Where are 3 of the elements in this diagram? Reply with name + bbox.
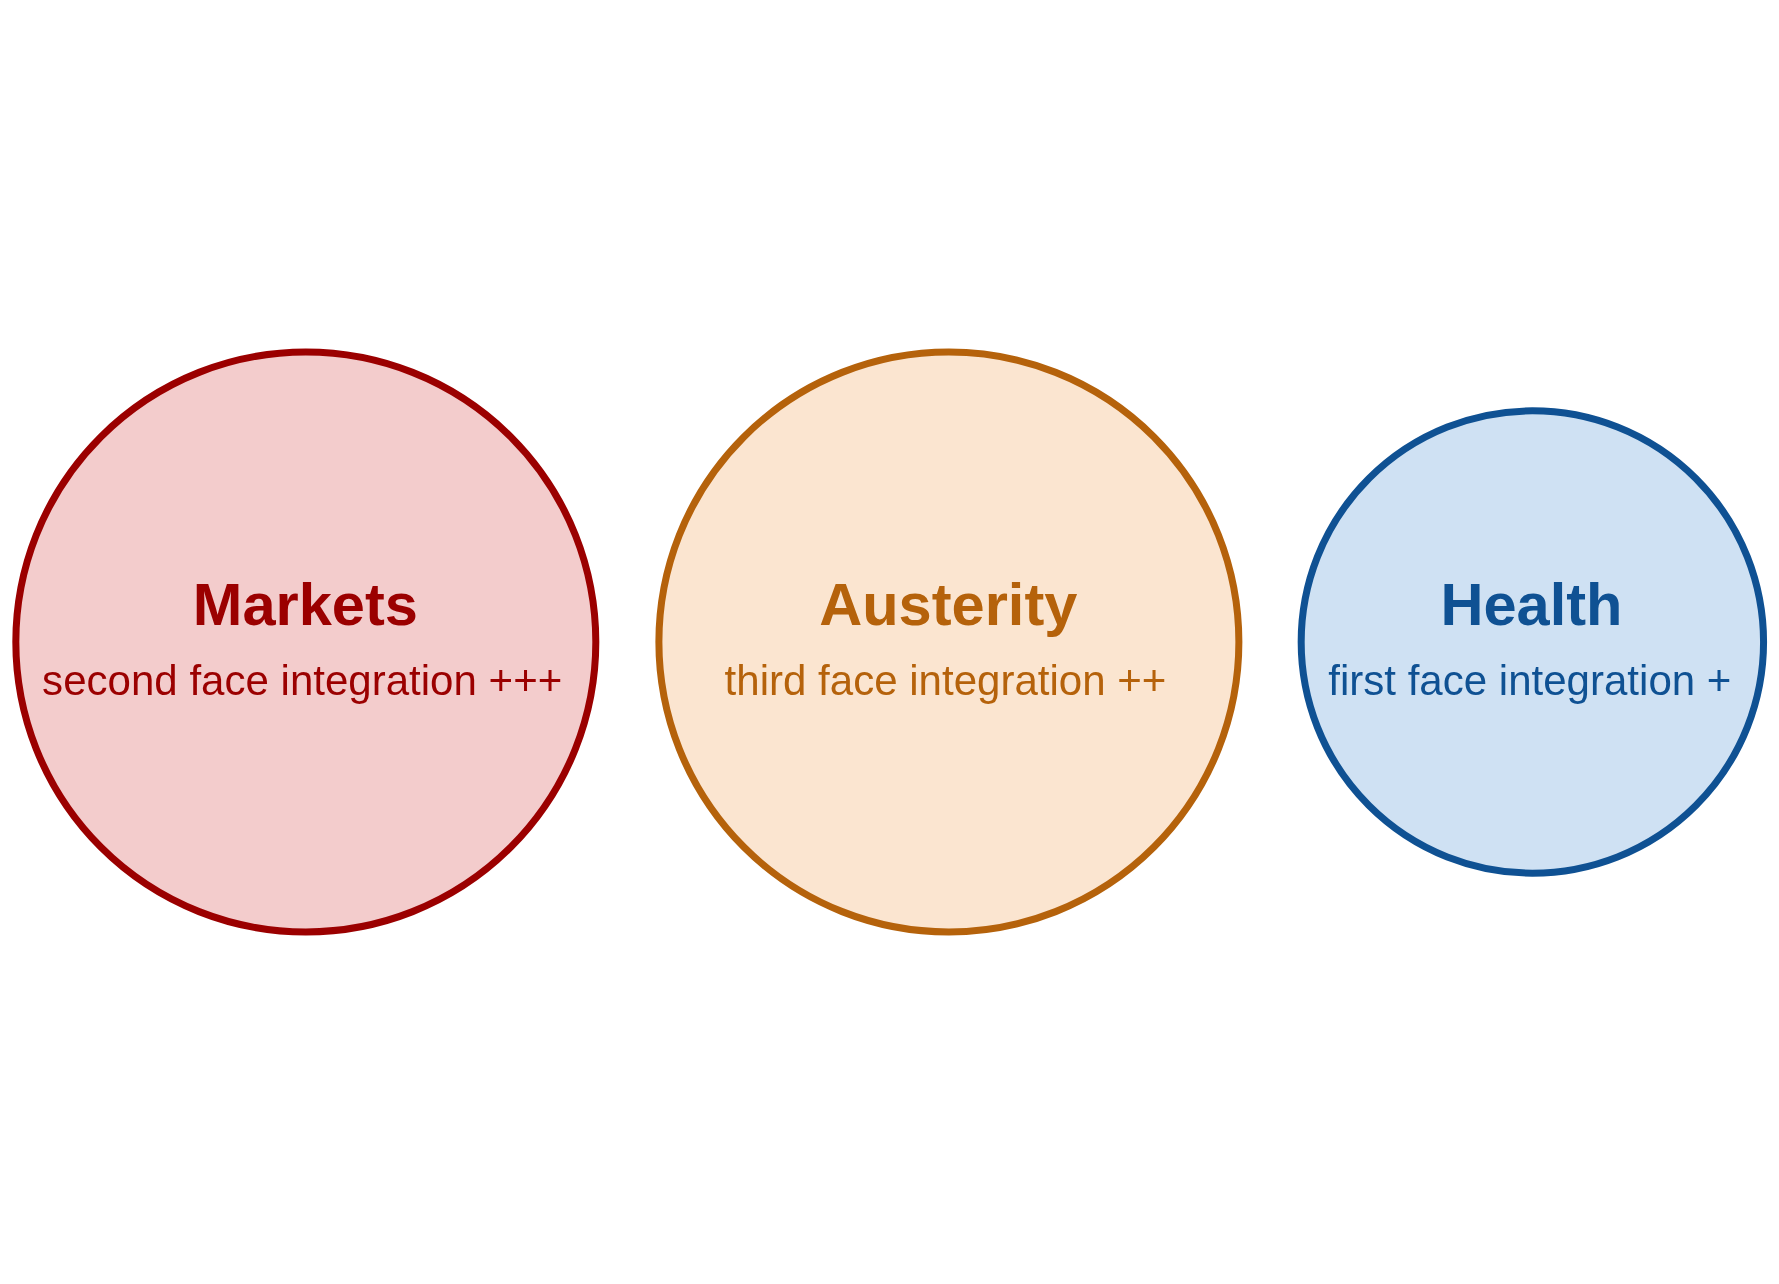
node-circle: Austerity third face integration ++: [655, 348, 1243, 936]
node-circle: Markets second face integration +++: [12, 348, 600, 936]
node-circle: Health first face integration +: [1297, 407, 1768, 877]
